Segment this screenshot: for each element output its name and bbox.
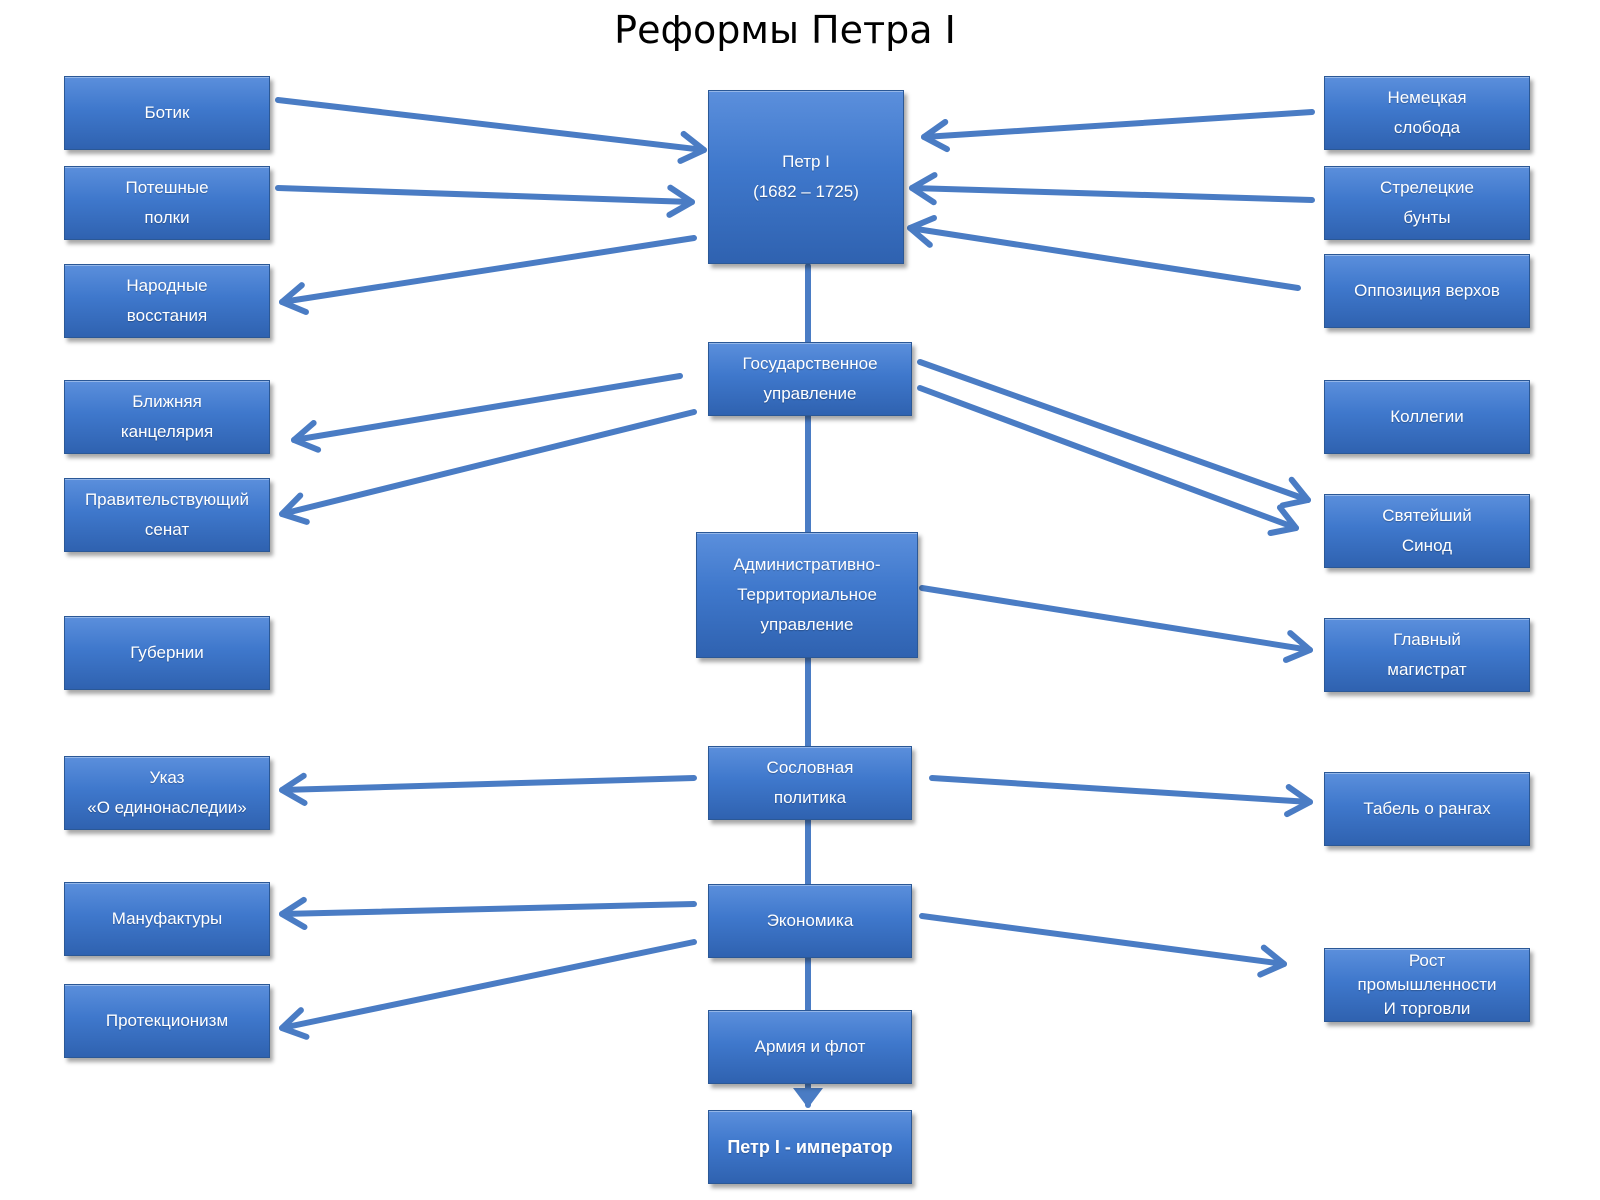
spine-arrowhead bbox=[793, 1088, 823, 1108]
arrow-ekonomika-to-protekcionizm bbox=[279, 939, 697, 1040]
box-gubernii[interactable]: Губернии bbox=[64, 616, 270, 690]
arrow-nemeckaya-to-petr-head bbox=[921, 119, 950, 153]
arrow-botik-to-petr-head bbox=[677, 130, 707, 164]
arrow-ekonomika-to-rost-head bbox=[1257, 944, 1287, 978]
arrow-gosupr-to-sinod-2-head bbox=[1267, 504, 1299, 537]
arrow-poteshnye-to-petr-head bbox=[666, 184, 695, 218]
box-oppoziciya-verhov[interactable]: Оппозиция верхов bbox=[1324, 254, 1530, 328]
arrow-nemeckaya-to-petr bbox=[921, 109, 1315, 153]
box-nemeckaya-sloboda[interactable]: Немецкая слобода bbox=[1324, 76, 1530, 150]
box-glavnyi-magistrat[interactable]: Главный магистрат bbox=[1324, 618, 1530, 692]
diagram-title: Реформы Петра I bbox=[614, 8, 956, 52]
box-ukaz-o-edinonasledii[interactable]: Указ «О единонаследии» bbox=[64, 756, 270, 830]
arrow-ekonomika-to-manufaktury-head bbox=[279, 896, 308, 931]
arrow-oppoziciya-to-petr bbox=[907, 214, 1301, 291]
arrow-admin-to-magistrat-head bbox=[1282, 630, 1313, 663]
arrow-gosupr-to-senat-head bbox=[279, 492, 310, 525]
box-rost-promyshlennosti[interactable]: Рост промышленности И торговли bbox=[1324, 948, 1530, 1022]
box-protekcionizm[interactable]: Протекционизм bbox=[64, 984, 270, 1058]
arrow-streleckie-to-petr bbox=[909, 172, 1315, 206]
arrow-ekonomika-to-protekcionizm-head bbox=[279, 1007, 310, 1040]
box-blizhnyaya-kancelyariya[interactable]: Ближняя канцелярия bbox=[64, 380, 270, 454]
box-botik[interactable]: Ботик bbox=[64, 76, 270, 150]
box-gosudarstvennoe-upravlenie[interactable]: Государственное управление bbox=[708, 342, 912, 416]
box-tabel-o-rangah[interactable]: Табель о рангах bbox=[1324, 772, 1530, 846]
arrow-admin-to-magistrat bbox=[919, 585, 1313, 663]
box-streleckie-bunty[interactable]: Стрелецкие бунты bbox=[1324, 166, 1530, 240]
arrow-oppoziciya-to-petr-head bbox=[907, 214, 937, 248]
arrow-botik-to-petr bbox=[275, 97, 707, 164]
box-poteshnye-polki[interactable]: Потешные полки bbox=[64, 166, 270, 240]
arrow-soslovnaya-to-tabel bbox=[929, 775, 1313, 818]
arrow-gosupr-to-sinod-2 bbox=[917, 385, 1299, 537]
box-armiya-i-flot[interactable]: Армия и флот bbox=[708, 1010, 912, 1084]
arrow-soslovnaya-to-ukaz bbox=[279, 772, 697, 806]
arrow-streleckie-to-petr-head bbox=[909, 172, 938, 206]
box-ekonomika[interactable]: Экономика bbox=[708, 884, 912, 958]
box-soslovnaya-politika[interactable]: Сословная политика bbox=[708, 746, 912, 820]
box-petr-i[interactable]: Петр I (1682 – 1725) bbox=[708, 90, 904, 264]
arrow-petr-to-narodnye-head bbox=[279, 282, 309, 316]
box-svyateishii-sinod[interactable]: Святейший Синод bbox=[1324, 494, 1530, 568]
arrow-soslovnaya-to-tabel-head bbox=[1284, 784, 1313, 818]
arrow-poteshnye-to-petr bbox=[275, 184, 695, 218]
arrow-soslovnaya-to-ukaz-head bbox=[279, 772, 308, 806]
box-senat[interactable]: Правительствующий сенат bbox=[64, 478, 270, 552]
arrow-gosupr-to-sinod-1-head bbox=[1279, 476, 1311, 509]
arrow-ekonomika-to-rost bbox=[919, 913, 1287, 978]
box-petr-imperator[interactable]: Петр I - император bbox=[708, 1110, 912, 1184]
box-administrativno-territorialnoe[interactable]: Административно- Территориальное управле… bbox=[696, 532, 918, 658]
box-narodnye-vosstaniya[interactable]: Народные восстания bbox=[64, 264, 270, 338]
arrow-gosupr-to-sinod-1 bbox=[917, 359, 1311, 509]
box-kollegii[interactable]: Коллегии bbox=[1324, 380, 1530, 454]
arrow-gosupr-to-blizhnyaya-head bbox=[291, 419, 322, 453]
arrow-petr-to-narodnye bbox=[279, 235, 697, 316]
arrow-ekonomika-to-manufaktury bbox=[279, 896, 697, 931]
arrow-gosupr-to-blizhnyaya bbox=[291, 373, 683, 453]
arrow-gosupr-to-senat bbox=[279, 409, 697, 525]
box-manufaktury[interactable]: Мануфактуры bbox=[64, 882, 270, 956]
